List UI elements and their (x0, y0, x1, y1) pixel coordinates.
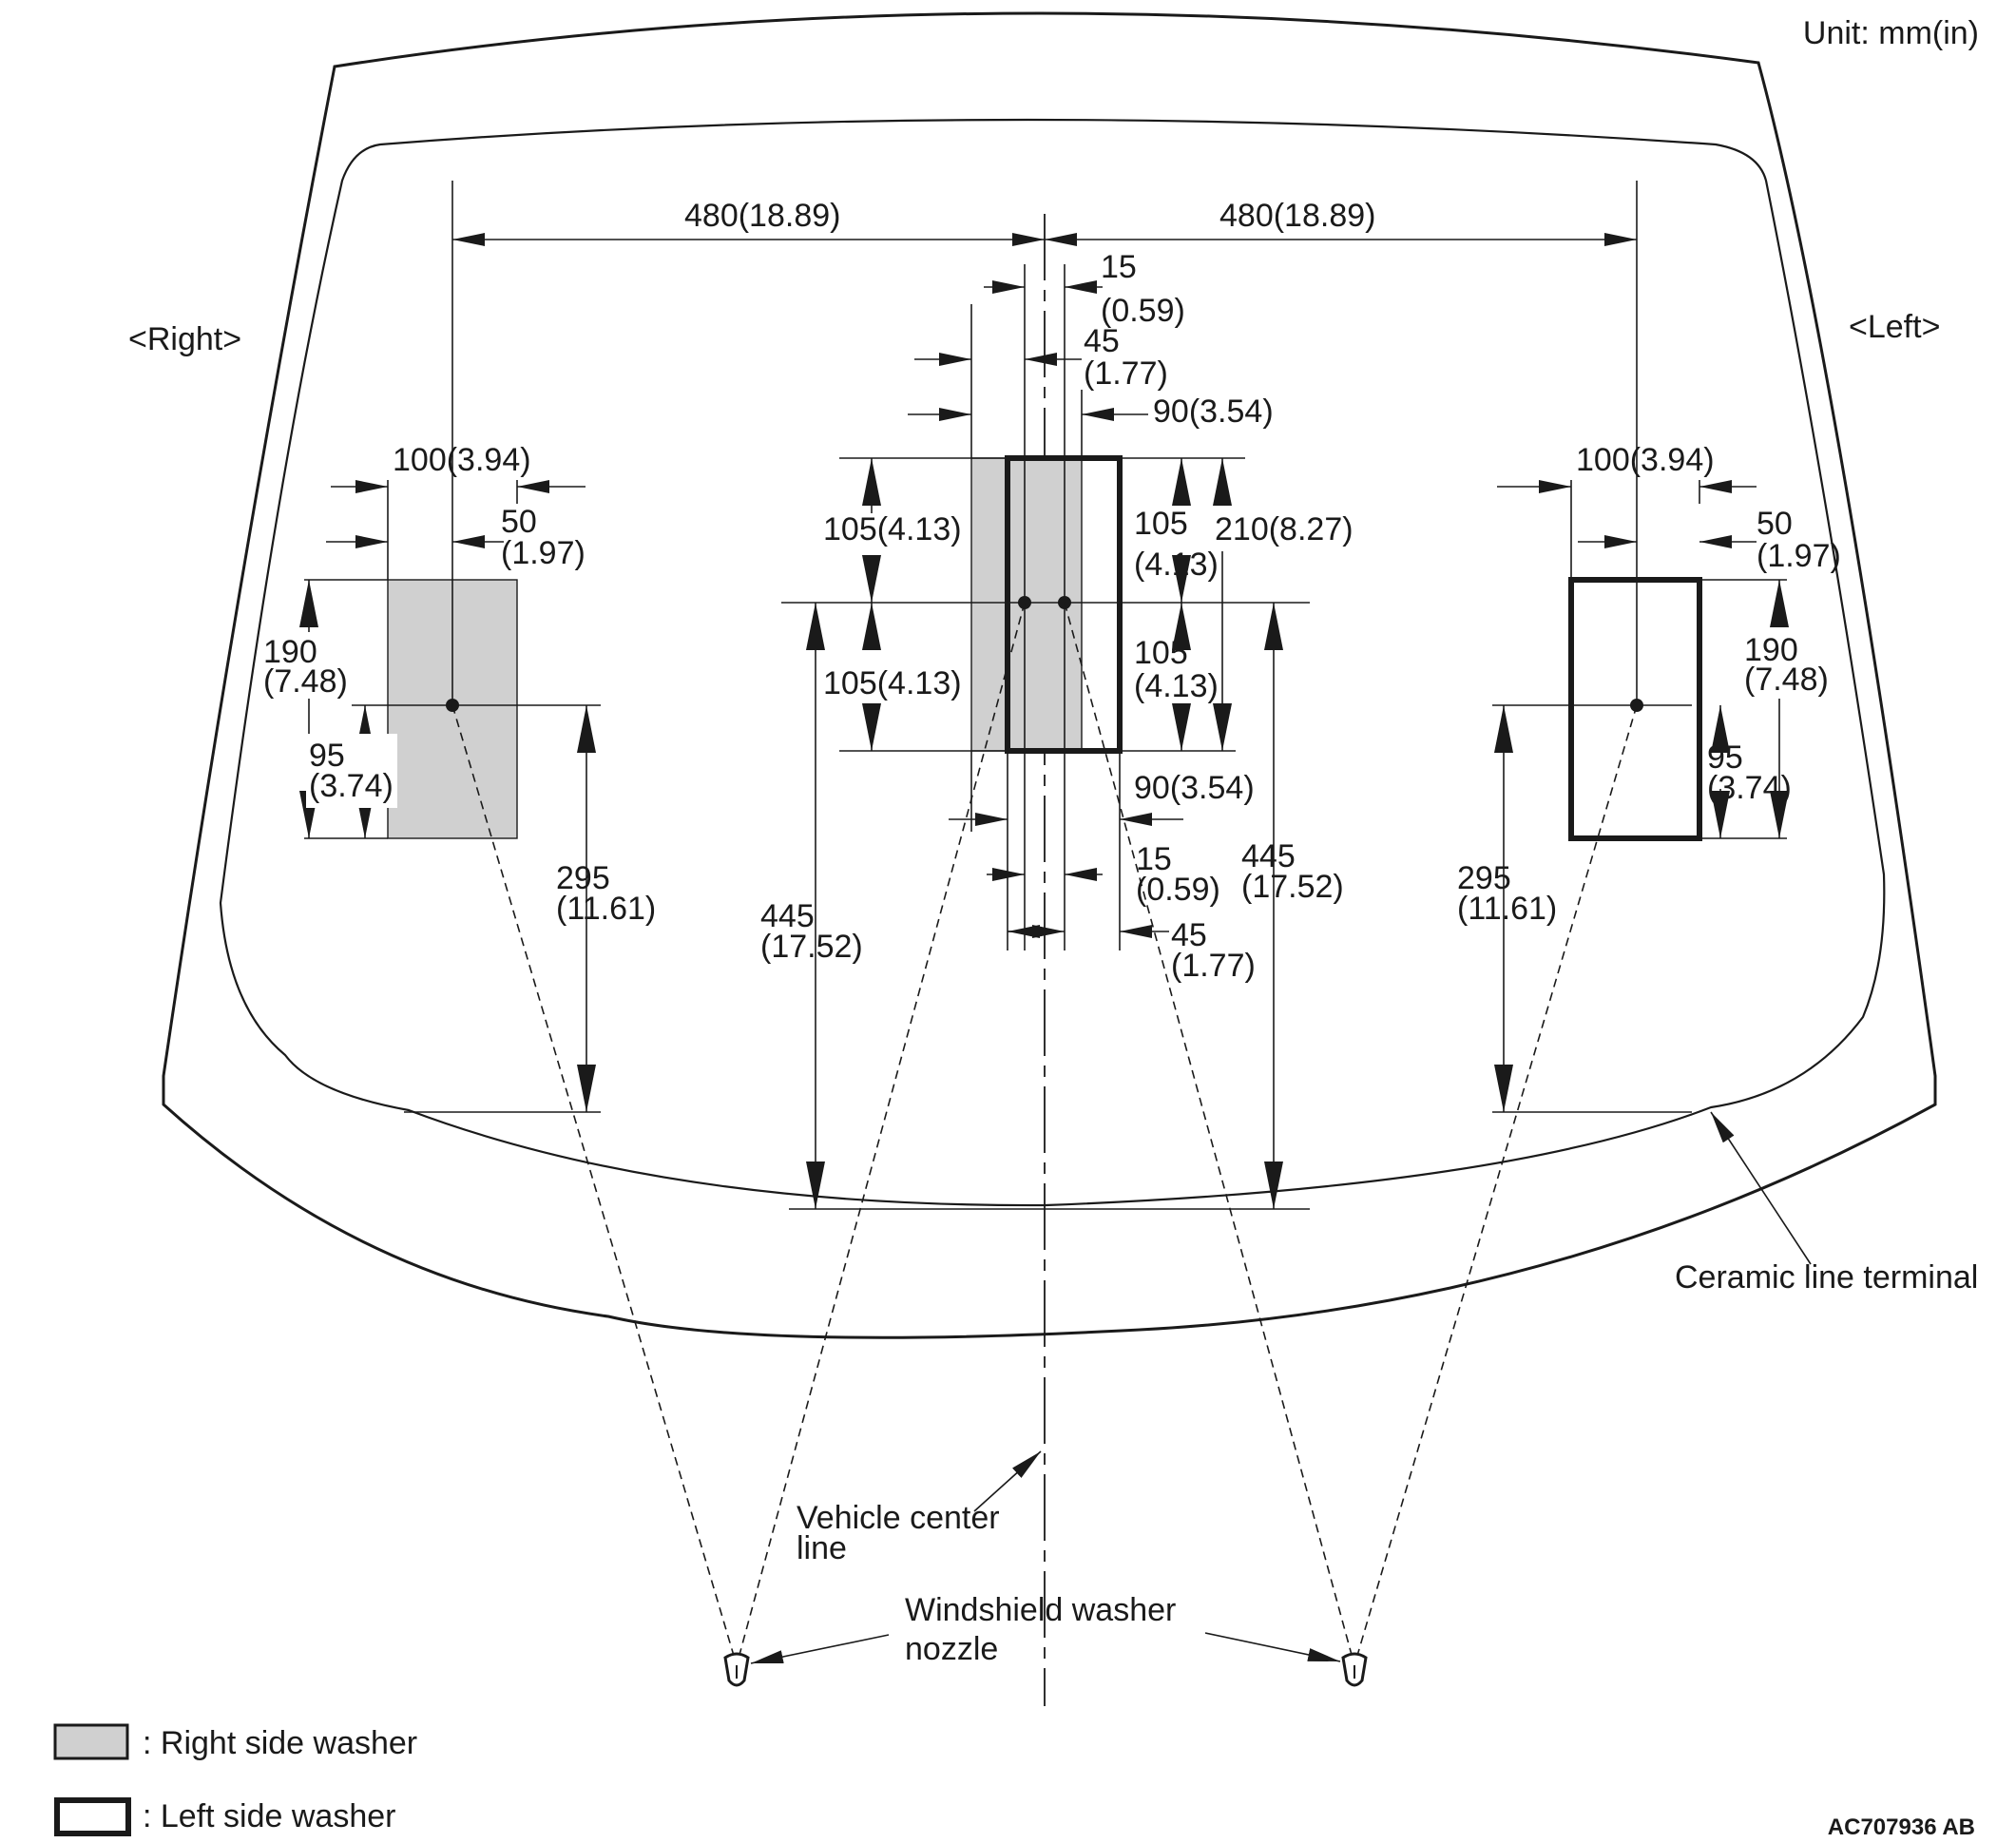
right-side-label: <Right> (128, 321, 241, 357)
dim-height-295-right-2: (11.61) (556, 891, 656, 927)
callout-washer-nozzle-2: nozzle (905, 1631, 998, 1667)
dim-width-100-right: 100(3.94) (393, 442, 531, 478)
dim-height-190-right-2: (7.48) (263, 663, 348, 700)
dim-height-95-right-2: (3.74) (309, 768, 394, 804)
dimension-arrows (299, 233, 1789, 1209)
dim-center-445-right-2: (17.52) (1241, 869, 1344, 905)
legend-right-side-label: : Right side washer (143, 1725, 417, 1761)
windshield-outer-outline (162, 11, 1937, 1339)
dim-half-50-right-2: (1.97) (501, 535, 586, 571)
dim-center-15-bottom-1: 15 (1136, 841, 1172, 877)
callout-leaders (750, 1111, 1812, 1664)
washer-nozzle-right (723, 1652, 750, 1687)
dim-center-45-top-1: 45 (1084, 323, 1120, 359)
callout-ceramic-line: Ceramic line terminal (1675, 1259, 1978, 1296)
dim-center-45-bottom-2: (1.77) (1171, 948, 1256, 984)
dim-center-105-upper-left: 105(4.13) (823, 511, 962, 547)
dim-half-50-right-1: 50 (501, 504, 537, 540)
dim-center-90-bottom: 90(3.54) (1134, 770, 1255, 806)
dim-width-100-left: 100(3.94) (1576, 442, 1715, 478)
dim-center-105-upper-right-2: (4.13) (1134, 547, 1219, 583)
left-zone-left-side-washer (1568, 577, 1702, 841)
legend-swatch-right-side (53, 1723, 129, 1760)
legend: : Right side washer : Left side washer (53, 1723, 417, 1836)
dim-height-295-left-1: 295 (1457, 860, 1511, 896)
callout-washer-nozzle-1: Windshield washer (905, 1592, 1176, 1628)
dim-center-105-upper-right-1: 105 (1134, 506, 1188, 542)
dim-center-45-bottom-1: 45 (1171, 917, 1207, 953)
legend-left-side-label: : Left side washer (143, 1798, 395, 1834)
dim-half-50-left-2: (1.97) (1757, 538, 1841, 574)
left-side-label: <Left> (1849, 309, 1940, 345)
dim-offset-left: 480(18.89) (1219, 198, 1375, 234)
dim-offset-right: 480(18.89) (684, 198, 840, 234)
dim-height-295-left-2: (11.61) (1457, 891, 1557, 927)
dim-center-210: 210(8.27) (1215, 511, 1354, 547)
unit-label: Unit: mm(in) (1803, 15, 1979, 51)
dim-center-445-right-1: 445 (1241, 838, 1296, 874)
callout-vehicle-center-line-2: line (797, 1530, 847, 1566)
dim-height-190-right-1: 190 (263, 634, 317, 670)
dim-height-190-left-2: (7.48) (1744, 662, 1829, 698)
dim-height-95-left-2: (3.74) (1707, 770, 1792, 806)
figure-code: AC707936 AB (1828, 1814, 1975, 1840)
ceramic-line-outline (219, 118, 1886, 1207)
dim-95-right-text-bg (306, 734, 397, 808)
spray-paths (451, 602, 1638, 1666)
dim-center-105-lower-right-2: (4.13) (1134, 668, 1219, 704)
dim-center-105-lower-right-1: 105 (1134, 635, 1188, 671)
dim-center-15-top-1: 15 (1101, 249, 1137, 285)
legend-swatch-left-side (54, 1797, 131, 1836)
dim-center-445-left-1: 445 (760, 898, 815, 934)
washer-nozzle-left (1341, 1652, 1368, 1687)
dim-height-95-left-1: 95 (1707, 739, 1743, 776)
dim-center-45-top-2: (1.77) (1084, 355, 1168, 392)
dim-height-95-right-1: 95 (309, 738, 345, 774)
dim-center-15-bottom-2: (0.59) (1136, 872, 1220, 908)
dim-half-50-left-1: 50 (1757, 506, 1793, 542)
callout-vehicle-center-line-1: Vehicle center (797, 1500, 1000, 1536)
dim-height-295-right-1: 295 (556, 860, 610, 896)
dim-center-105-lower-left: 105(4.13) (823, 665, 962, 701)
dim-center-90-top: 90(3.54) (1153, 394, 1274, 430)
dim-height-190-left-1: 190 (1744, 632, 1798, 668)
dim-center-445-left-2: (17.52) (760, 929, 863, 965)
center-reference-lines (970, 264, 1121, 950)
dim-center-15-top-2: (0.59) (1101, 293, 1185, 329)
